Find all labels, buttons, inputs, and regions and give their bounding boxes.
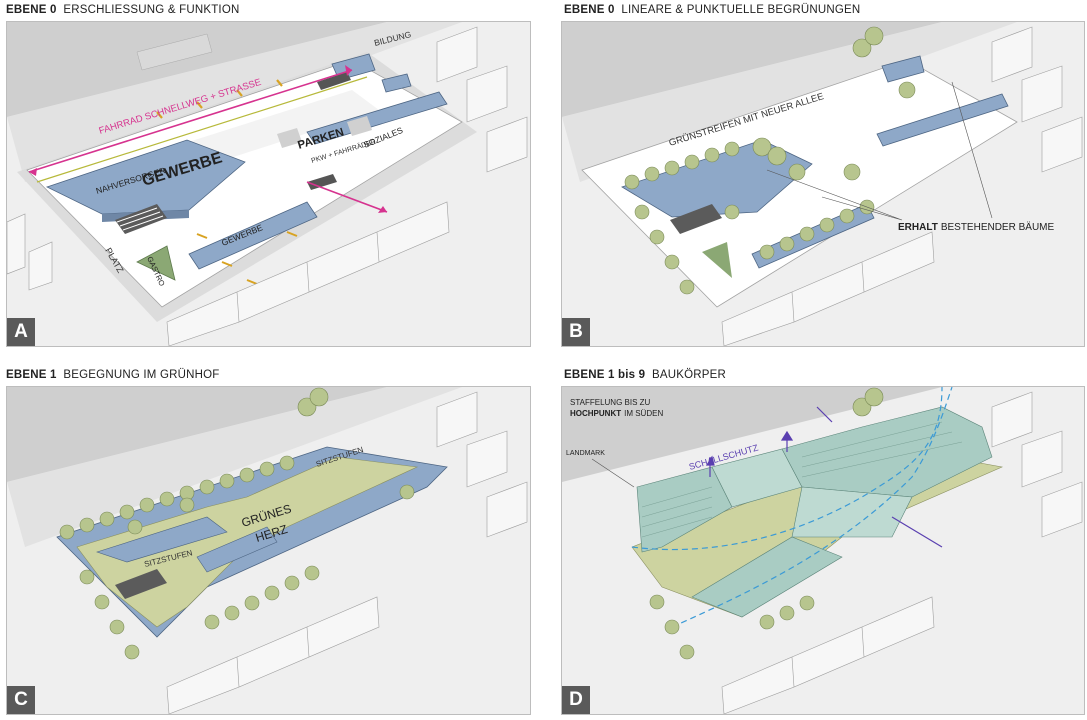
- panel-a-frame: FAHRRAD SCHNELLWEG + STRASSE BILDUNG NAH…: [6, 21, 531, 347]
- panel-a-title: EBENE 0 ERSCHLIESSUNG & FUNKTION: [6, 4, 240, 16]
- badge-d: D: [562, 686, 590, 714]
- panel-b-title: EBENE 0 LINEARE & PUNKTUELLE BEGRÜNUNGEN: [564, 4, 861, 16]
- panel-a-diagram: FAHRRAD SCHNELLWEG + STRASSE BILDUNG NAH…: [7, 22, 530, 346]
- panel-c-diagram: SITZSTUFEN SITZSTUFEN GRÜNES HERZ: [7, 387, 530, 714]
- badge-a: A: [7, 318, 35, 346]
- panel-c-title: EBENE 1 BEGEGNUNG IM GRÜNHOF: [6, 369, 220, 381]
- badge-b: B: [562, 318, 590, 346]
- panel-c-frame: SITZSTUFEN SITZSTUFEN GRÜNES HERZ C: [6, 386, 531, 715]
- badge-c: C: [7, 686, 35, 714]
- label-staffelung: STAFFELUNG BIS ZU: [570, 398, 651, 407]
- label-landmark: LANDMARK: [566, 450, 605, 457]
- panel-d-title: EBENE 1 bis 9 BAUKÖRPER: [564, 369, 727, 381]
